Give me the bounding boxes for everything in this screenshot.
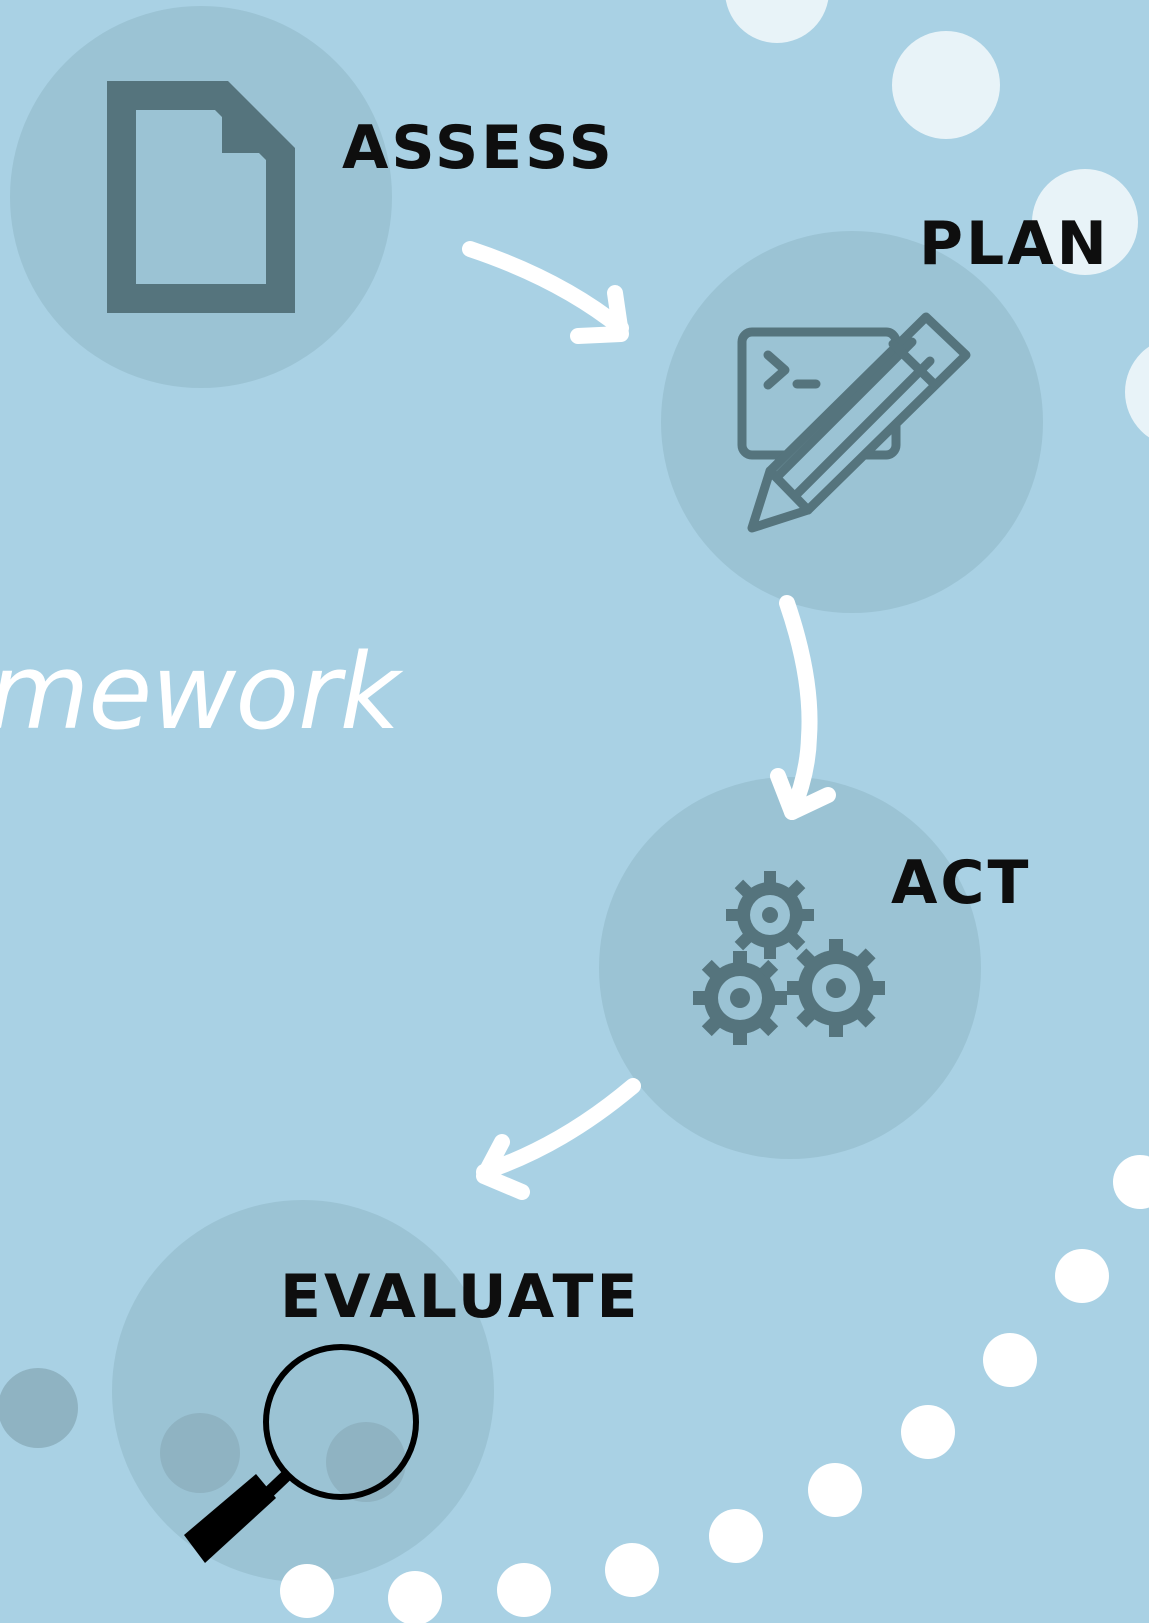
trail-dot bbox=[983, 1333, 1037, 1387]
trail-dot bbox=[1113, 1155, 1149, 1209]
evaluate-circle bbox=[112, 1200, 494, 1582]
trail-dot bbox=[901, 1405, 955, 1459]
decorative-bubbles-light bbox=[725, 0, 1149, 438]
trail-dot bbox=[388, 1571, 442, 1623]
act-label: ACT bbox=[891, 848, 1032, 918]
trail-dot bbox=[605, 1543, 659, 1597]
terminal-pencil-icon bbox=[737, 312, 971, 533]
plan-label: PLAN bbox=[919, 209, 1110, 279]
arrow-assess-to-plan bbox=[462, 241, 629, 344]
trail-dot bbox=[709, 1509, 763, 1563]
magnifier-icon bbox=[184, 1344, 419, 1563]
bubble bbox=[160, 1413, 240, 1493]
white-dot-trail bbox=[280, 1155, 1149, 1623]
assess-circle bbox=[10, 6, 392, 388]
trail-dot bbox=[808, 1463, 862, 1517]
arrow-plan-to-act bbox=[770, 595, 836, 820]
bubble bbox=[0, 1368, 78, 1448]
assess-label: ASSESS bbox=[342, 113, 615, 183]
arrow-act-to-evaluate bbox=[476, 1078, 641, 1200]
act-circle bbox=[599, 777, 981, 1159]
bubble bbox=[725, 0, 829, 43]
bubble bbox=[892, 31, 1000, 139]
step-circles bbox=[10, 6, 1043, 1582]
trail-dot bbox=[497, 1563, 551, 1617]
trail-dot bbox=[280, 1564, 334, 1618]
trail-dot bbox=[1055, 1249, 1109, 1303]
document-icon bbox=[107, 81, 295, 313]
framework-title-fragment: mework bbox=[0, 631, 400, 753]
bubble bbox=[1125, 346, 1149, 438]
evaluate-label: EVALUATE bbox=[280, 1262, 641, 1332]
flow-arrows bbox=[462, 241, 836, 1200]
bubble bbox=[1032, 169, 1138, 275]
